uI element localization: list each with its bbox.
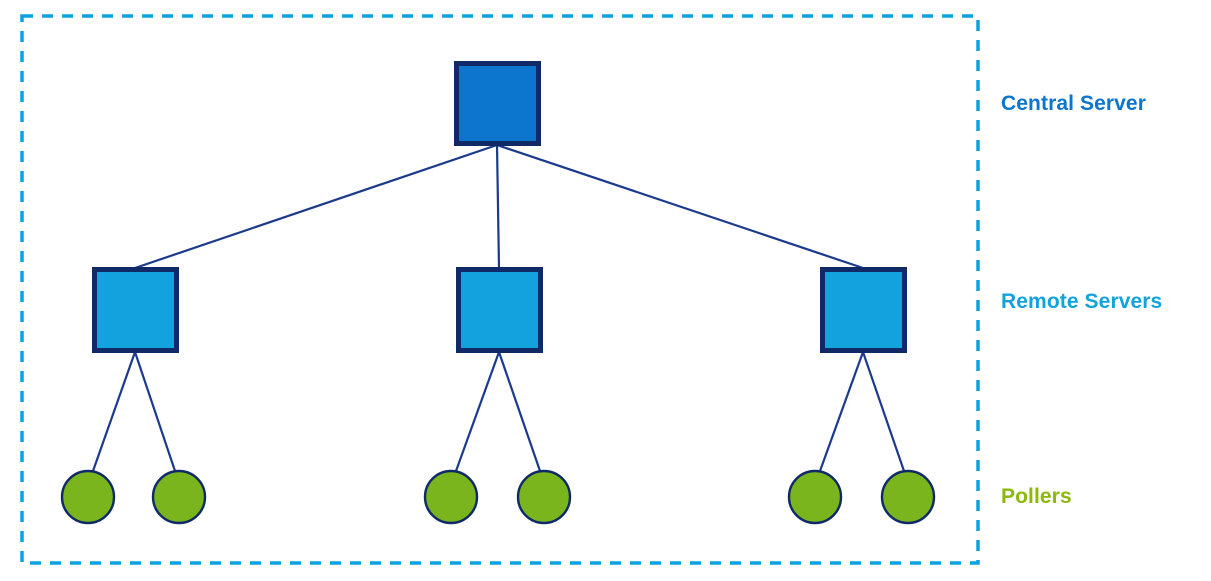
edge-remote-3-poller-5 — [818, 351, 865, 472]
node-remote-server-2[interactable] — [456, 267, 543, 353]
connector-group-central — [134, 143, 864, 270]
connector-group-pollers — [91, 351, 906, 472]
node-poller-3[interactable] — [423, 469, 479, 525]
node-central-server[interactable] — [454, 61, 541, 146]
node-poller-4[interactable] — [516, 469, 572, 525]
tier-label-pollers: Pollers — [1001, 485, 1072, 508]
edge-remote-1-poller-2 — [133, 351, 177, 472]
node-poller-1[interactable] — [60, 469, 116, 525]
node-remote-server-3[interactable] — [820, 267, 907, 353]
edge-remote-1-poller-1 — [91, 351, 137, 472]
node-remote-server-1[interactable] — [92, 267, 179, 353]
edge-central-remote-2 — [495, 144, 501, 269]
tier-label-central-server: Central Server — [1001, 92, 1146, 115]
node-poller-2[interactable] — [151, 469, 207, 525]
node-poller-5[interactable] — [787, 469, 843, 525]
edge-remote-3-poller-6 — [861, 351, 906, 472]
edge-central-remote-3 — [496, 143, 864, 270]
edge-central-remote-1 — [134, 143, 498, 270]
node-poller-6[interactable] — [880, 469, 936, 525]
edge-remote-2-poller-4 — [497, 351, 542, 472]
edge-remote-2-poller-3 — [454, 351, 501, 472]
diagram-boundary — [20, 14, 980, 565]
tier-label-remote-servers: Remote Servers — [1001, 290, 1163, 313]
